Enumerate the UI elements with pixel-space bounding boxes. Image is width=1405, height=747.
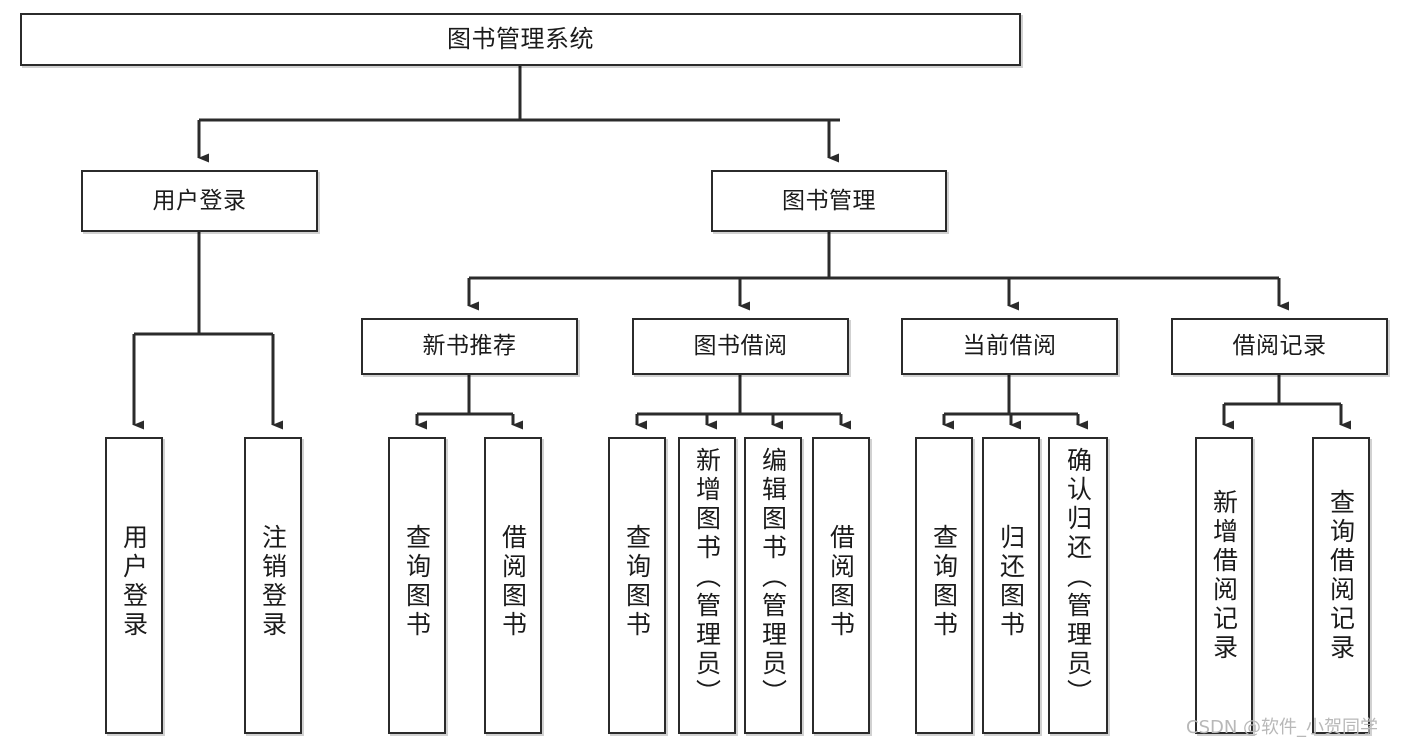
node-leaf-borrow-book-2-label: 借阅图书 [826,524,856,640]
node-leaf-borrow-book-1-label: 借阅图书 [498,524,528,640]
node-book-manage[interactable]: 图书管理 [711,170,947,232]
node-root-label: 图书管理系统 [447,24,594,53]
node-user-login[interactable]: 用户登录 [81,170,318,232]
node-leaf-logout[interactable]: 注销登录 [244,437,302,734]
node-root[interactable]: 图书管理系统 [20,13,1021,66]
node-leaf-query-record-label: 查询借阅记录 [1326,489,1356,663]
node-leaf-add-record-label: 新增借阅记录 [1209,489,1239,663]
node-leaf-confirm-return[interactable]: 确认归还（管理员） [1048,437,1108,734]
node-leaf-add-book[interactable]: 新增图书（管理员） [678,437,736,734]
node-current-borrow[interactable]: 当前借阅 [901,318,1118,375]
node-leaf-edit-book[interactable]: 编辑图书（管理员） [744,437,802,734]
node-leaf-query-book-1[interactable]: 查询图书 [388,437,446,734]
node-leaf-return-book-label: 归还图书 [996,524,1026,640]
node-book-manage-label: 图书管理 [782,187,876,214]
node-leaf-query-record[interactable]: 查询借阅记录 [1312,437,1370,734]
watermark: CSDN @软件_小贺同学 [1186,717,1379,738]
node-user-login-label: 用户登录 [152,187,247,214]
node-borrow-record[interactable]: 借阅记录 [1171,318,1388,375]
node-leaf-query-book-2-label: 查询图书 [622,524,652,640]
node-book-borrow[interactable]: 图书借阅 [632,318,849,375]
node-leaf-user-login-label: 用户登录 [119,524,149,640]
node-leaf-query-book-3[interactable]: 查询图书 [915,437,973,734]
node-leaf-confirm-return-label: 确认归还（管理员） [1063,447,1093,708]
node-current-borrow-label: 当前借阅 [962,333,1057,360]
node-new-book-recommend[interactable]: 新书推荐 [361,318,578,375]
node-leaf-add-book-label: 新增图书（管理员） [692,447,722,708]
node-book-borrow-label: 图书借阅 [693,333,788,360]
node-leaf-logout-label: 注销登录 [258,524,288,640]
node-leaf-user-login[interactable]: 用户登录 [105,437,163,734]
node-new-book-recommend-label: 新书推荐 [422,333,517,360]
node-leaf-return-book[interactable]: 归还图书 [982,437,1040,734]
node-borrow-record-label: 借阅记录 [1232,333,1327,360]
node-leaf-query-book-2[interactable]: 查询图书 [608,437,666,734]
node-leaf-edit-book-label: 编辑图书（管理员） [758,447,788,708]
node-leaf-add-record[interactable]: 新增借阅记录 [1195,437,1253,734]
node-leaf-query-book-3-label: 查询图书 [929,524,959,640]
node-leaf-borrow-book-1[interactable]: 借阅图书 [484,437,542,734]
node-leaf-query-book-1-label: 查询图书 [402,524,432,640]
node-leaf-borrow-book-2[interactable]: 借阅图书 [812,437,870,734]
